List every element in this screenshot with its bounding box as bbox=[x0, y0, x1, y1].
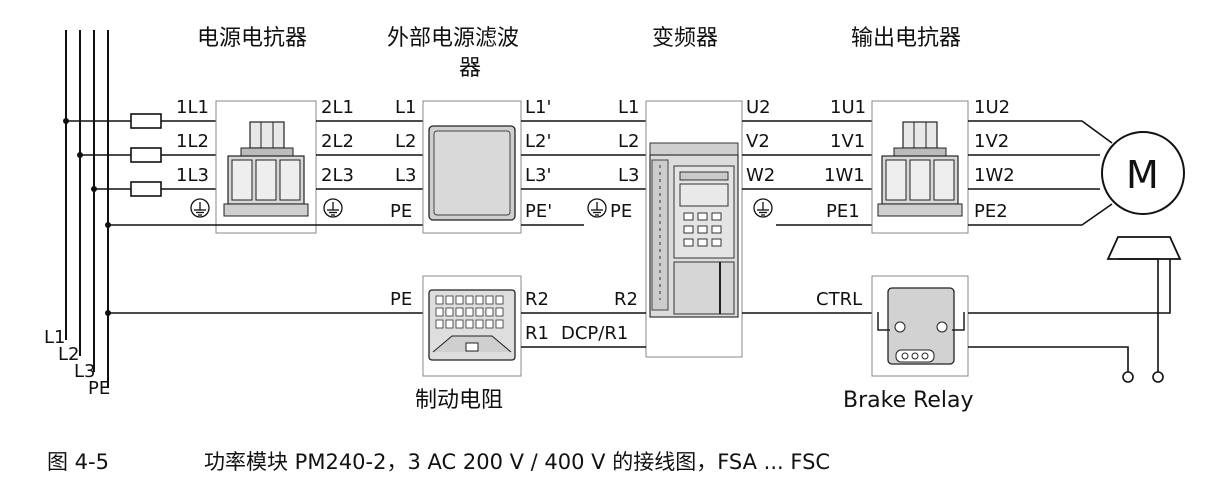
line-reactor-block bbox=[215, 100, 317, 234]
filter-out-3: L3' bbox=[525, 165, 551, 186]
line-reactor-in-1: 1L1 bbox=[176, 97, 209, 118]
fuse-row bbox=[66, 113, 216, 197]
terminal-icon bbox=[1152, 371, 1164, 383]
filter-out-1: L1' bbox=[525, 97, 551, 118]
header-external-filter: 外部电源滤波 bbox=[387, 26, 519, 51]
inverter-in-3: L3 bbox=[618, 165, 639, 186]
caption-text: 功率模块 PM240-2，3 AC 200 V / 400 V 的接线图，FSA… bbox=[204, 450, 830, 474]
header-external-filter-wrap: 器 bbox=[459, 56, 481, 81]
line-reactor-terminal bbox=[249, 121, 285, 149]
ground-icon bbox=[753, 198, 773, 218]
brake-relay-label: Brake Relay bbox=[843, 388, 974, 413]
filter-out-pe: PE' bbox=[525, 201, 552, 222]
brake-resistor-r1: R1 bbox=[525, 323, 549, 344]
brake-resistor-block bbox=[422, 275, 522, 377]
filter-out-2: L2' bbox=[525, 131, 551, 152]
bus-label-l2: L2 bbox=[58, 344, 79, 365]
ground-icon bbox=[323, 198, 343, 218]
output-reactor-out-2: 1V2 bbox=[974, 131, 1009, 152]
brake-relay-ctrl: CTRL bbox=[816, 289, 862, 310]
filter-in-2: L2 bbox=[395, 131, 416, 152]
header-line-reactor: 电源电抗器 bbox=[197, 26, 307, 51]
line-reactor-out-2: 2L2 bbox=[321, 131, 354, 152]
wires-reactor-to-filter bbox=[316, 120, 423, 190]
bus-label-l3: L3 bbox=[74, 361, 95, 382]
motor-symbol: M bbox=[1126, 153, 1159, 197]
inverter-out-u2: U2 bbox=[746, 97, 771, 118]
line-reactor-in-3: 1L3 bbox=[176, 165, 209, 186]
bus-label-pe: PE bbox=[88, 378, 110, 399]
inverter-block bbox=[645, 100, 743, 358]
header-output-reactor: 输出电抗器 bbox=[851, 26, 961, 51]
motor: M bbox=[1101, 131, 1185, 215]
wires-inverter-to-output-reactor bbox=[742, 120, 872, 226]
filter-in-1: L1 bbox=[395, 97, 416, 118]
bus-junction-dots bbox=[63, 118, 111, 316]
wires-resistor-to-inverter bbox=[521, 312, 646, 348]
fuse-2 bbox=[130, 147, 162, 163]
brake-relay-block bbox=[871, 275, 969, 377]
brake-resistor-r2: R2 bbox=[525, 289, 549, 310]
terminal-icon bbox=[1122, 371, 1134, 383]
line-reactor-in-2: 1L2 bbox=[176, 131, 209, 152]
inverter-brake-dcp-r1: DCP/R1 bbox=[561, 323, 628, 344]
inverter-out-w2: W2 bbox=[746, 165, 775, 186]
header-inverter: 变频器 bbox=[652, 26, 718, 51]
fuse-1 bbox=[130, 113, 162, 129]
fuse-3 bbox=[130, 181, 162, 197]
ground-icon bbox=[190, 198, 210, 218]
ground-icon bbox=[587, 198, 607, 218]
supply-bus bbox=[65, 30, 109, 388]
filter-in-3: L3 bbox=[395, 165, 416, 186]
wires-relay-to-brake bbox=[968, 258, 1171, 372]
brake-resistor-pe: PE bbox=[390, 289, 412, 310]
wires-to-motor bbox=[968, 120, 1113, 226]
line-reactor-out-1: 2L1 bbox=[321, 97, 354, 118]
output-reactor-out-pe: PE2 bbox=[974, 201, 1008, 222]
inverter-brake-r2: R2 bbox=[614, 289, 638, 310]
brake-resistor-label: 制动电阻 bbox=[415, 388, 503, 413]
inverter-out-v2: V2 bbox=[746, 131, 770, 152]
external-filter-block bbox=[422, 100, 522, 234]
output-reactor-out-3: 1W2 bbox=[974, 165, 1015, 186]
output-reactor-in-1: 1U1 bbox=[830, 97, 866, 118]
wires-filter-to-inverter bbox=[521, 120, 646, 226]
output-reactor-in-3: 1W1 bbox=[824, 165, 865, 186]
output-reactor-out-1: 1U2 bbox=[974, 97, 1010, 118]
inverter-in-1: L1 bbox=[618, 97, 639, 118]
motor-brake bbox=[1106, 236, 1182, 260]
bus-label-l1: L1 bbox=[44, 327, 65, 348]
filter-in-pe: PE bbox=[390, 201, 412, 222]
output-reactor-block bbox=[871, 100, 969, 234]
inverter-in-pe: PE bbox=[610, 201, 632, 222]
output-reactor-in-pe: PE1 bbox=[826, 201, 860, 222]
line-reactor-out-3: 2L3 bbox=[321, 165, 354, 186]
output-reactor-in-2: 1V1 bbox=[830, 131, 865, 152]
caption-number: 图 4-5 bbox=[47, 450, 109, 474]
inverter-in-2: L2 bbox=[618, 131, 639, 152]
